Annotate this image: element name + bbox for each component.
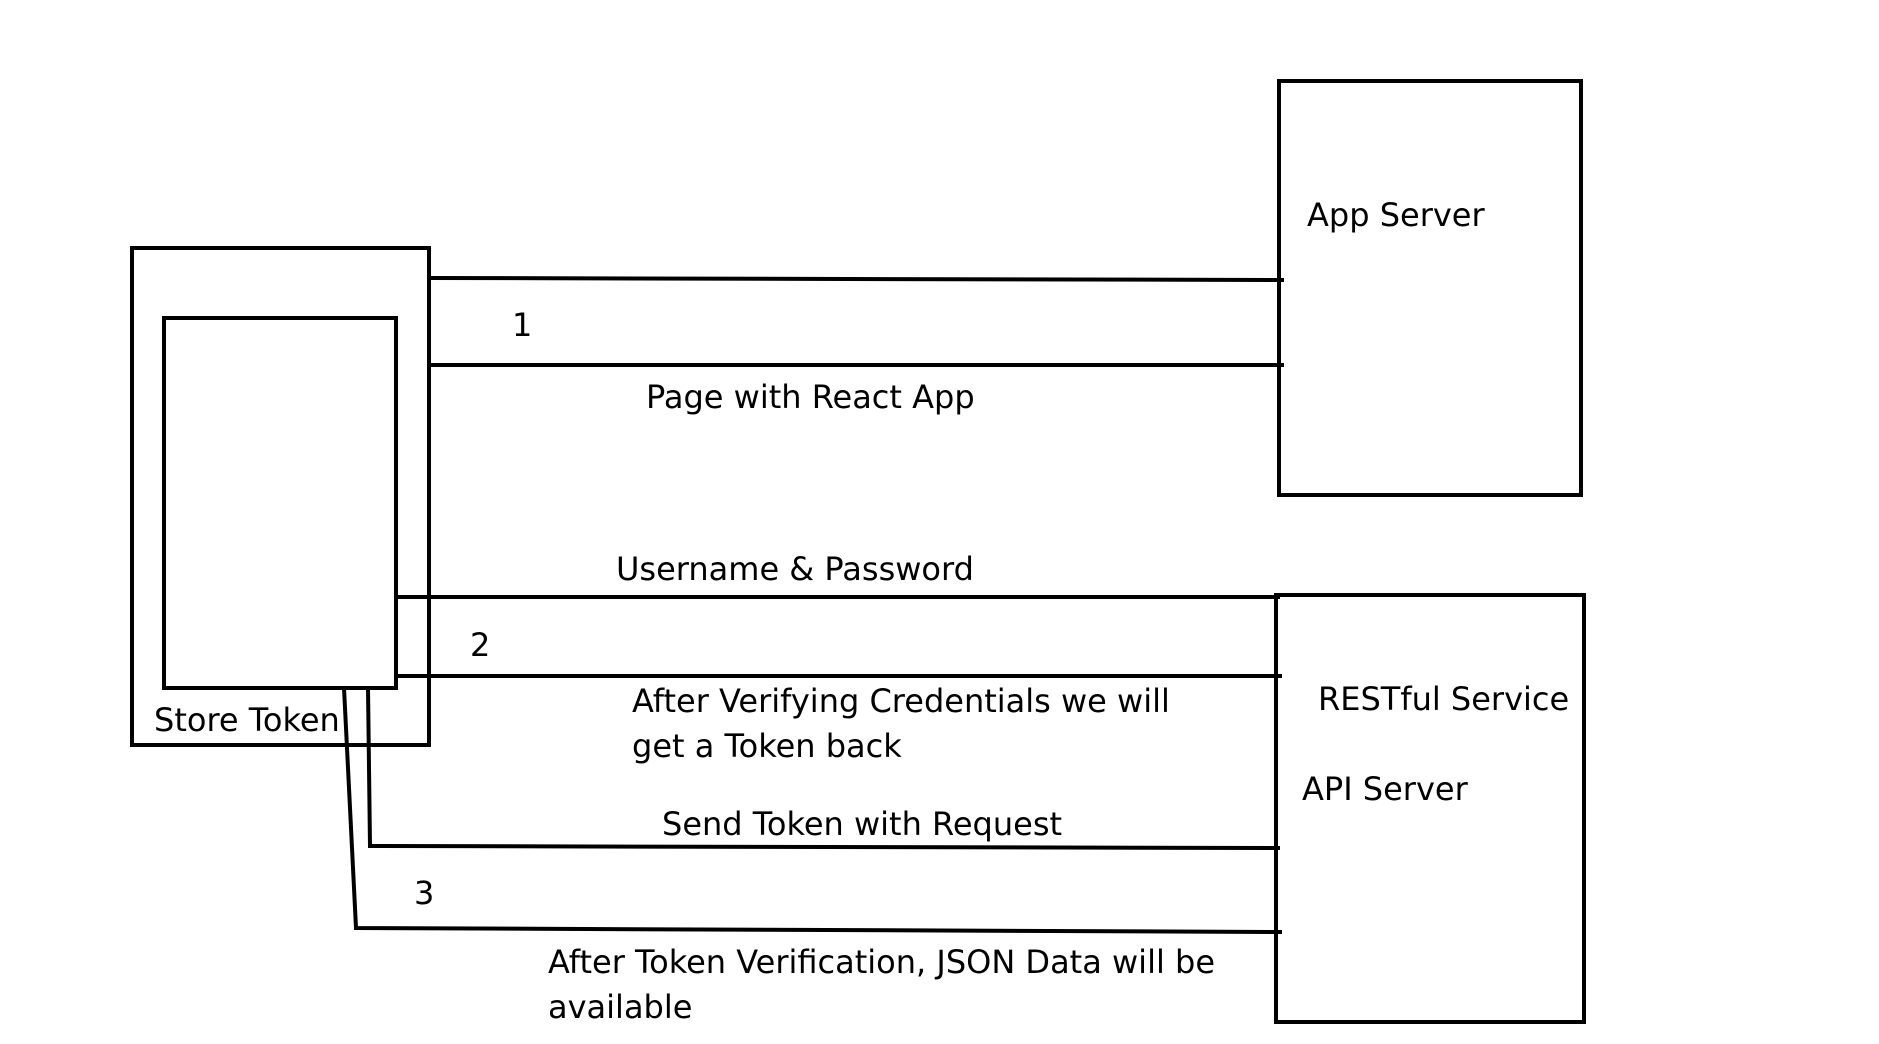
step3-request-label: Send Token with Request xyxy=(662,805,1062,843)
app-server-label: App Server xyxy=(1307,196,1485,234)
step3-request-line xyxy=(365,685,1281,851)
step2-number: 2 xyxy=(470,626,490,664)
step2-response-label-line2: get a Token back xyxy=(632,727,902,765)
step2-request-label: Username & Password xyxy=(616,550,974,588)
client-label: Store Token xyxy=(154,701,340,739)
step3-response-label-line1: After Token Verification, JSON Data will… xyxy=(548,943,1215,981)
api-server-box xyxy=(1274,593,1586,1024)
step2-response-label-line1: After Verifying Credentials we will xyxy=(632,682,1170,720)
client-outer-box xyxy=(130,246,431,747)
api-server-label-restful: RESTful Service xyxy=(1318,680,1569,718)
app-server-box xyxy=(1277,79,1583,497)
step1-number: 1 xyxy=(512,306,532,344)
step1-response-label: Page with React App xyxy=(646,378,975,416)
step3-response-line xyxy=(341,685,1283,935)
step3-response-label-line2: available xyxy=(548,988,692,1026)
step3-number: 3 xyxy=(414,874,434,912)
client-inner-box xyxy=(162,316,398,690)
api-server-label-api: API Server xyxy=(1302,770,1469,808)
step1-request-line xyxy=(427,275,1285,283)
